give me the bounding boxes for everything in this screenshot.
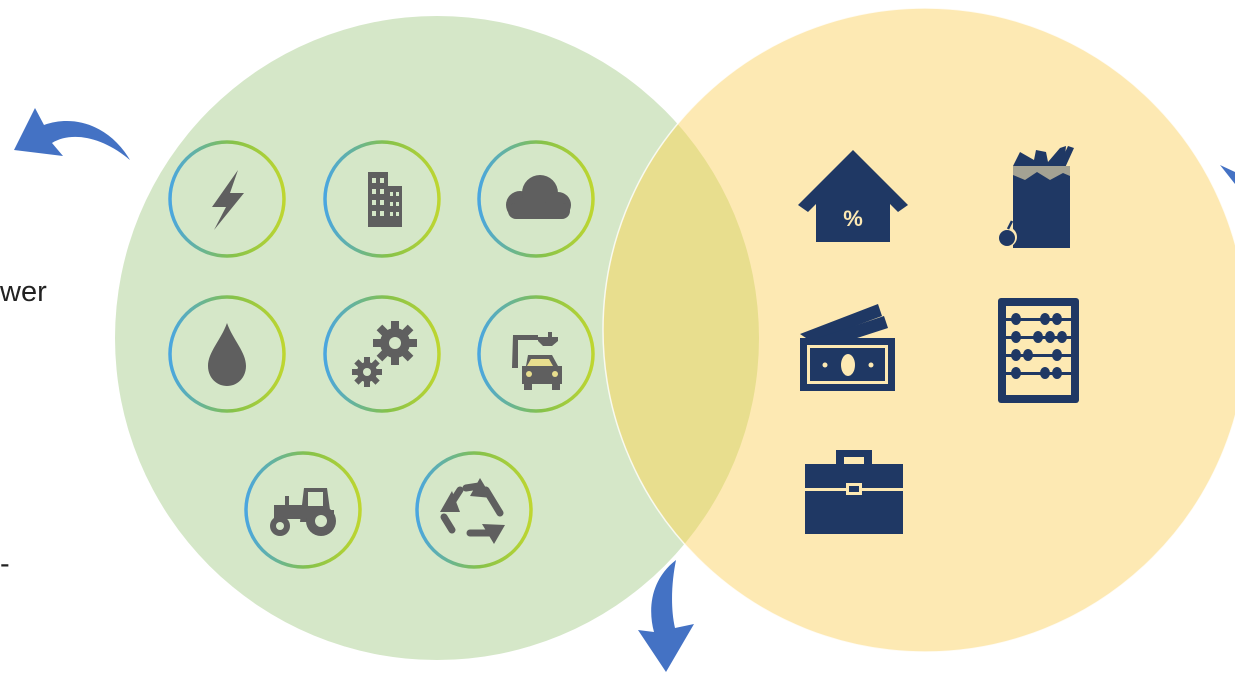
cash-bill-icon <box>800 304 895 391</box>
house-percent-icon: % <box>798 150 908 242</box>
abacus-icon <box>998 298 1079 403</box>
ev-charging-car-icon <box>512 332 562 390</box>
briefcase-icon <box>805 450 903 534</box>
curved-arrow-down-icon <box>638 560 694 672</box>
left-icon-rings <box>168 140 595 569</box>
grocery-bag-icon <box>997 146 1074 248</box>
gears-icon <box>352 321 417 387</box>
text-fragment: - <box>0 548 10 580</box>
recycle-arrowheads <box>440 478 505 544</box>
svg-text:%: % <box>843 206 863 231</box>
cloud-icon <box>506 175 571 219</box>
right-circle-outline <box>602 7 1235 653</box>
office-building-icon <box>368 172 402 227</box>
right-circle <box>603 8 1235 652</box>
water-drop-icon <box>208 323 246 386</box>
tractor-icon <box>270 488 336 536</box>
curved-arrow-left-icon <box>14 108 130 160</box>
curved-arrow-right-icon <box>1220 165 1235 184</box>
text-fragment: wer <box>0 276 47 308</box>
lightning-bolt-icon <box>212 170 244 230</box>
